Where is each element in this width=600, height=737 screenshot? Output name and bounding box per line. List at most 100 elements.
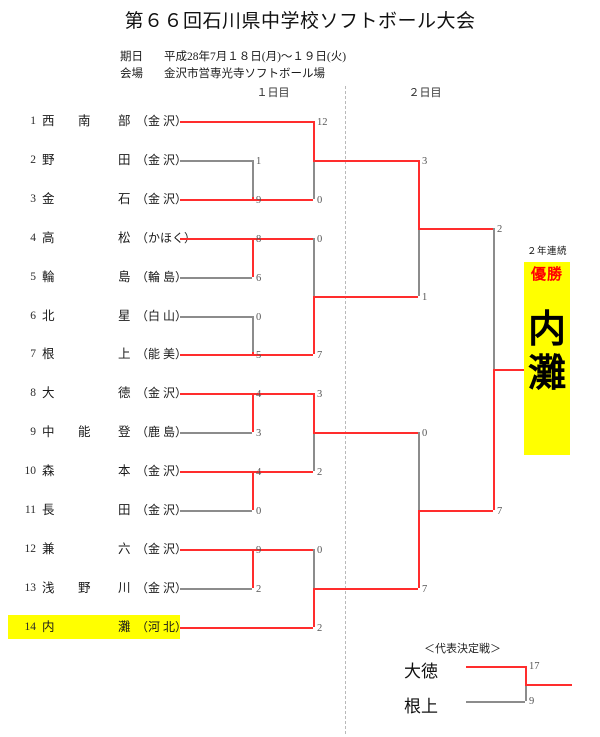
team-prefecture: （かほく） (136, 230, 197, 245)
team-line (180, 471, 252, 473)
r1-score-top: 9 (256, 545, 262, 556)
r2-score-bottom: 2 (317, 467, 323, 478)
final-connector-win (493, 369, 495, 510)
r2-score-top: 0 (317, 234, 323, 245)
team-name-char2: 南 (78, 114, 91, 128)
r1-score-top: 1 (256, 156, 262, 167)
r1-connector (252, 160, 254, 199)
team-seed: 10 (24, 465, 37, 478)
team-seed: 2 (30, 153, 36, 166)
team-name-char1: 森 (42, 464, 55, 479)
team-name-char1: 長 (42, 503, 55, 517)
r1-connector (252, 316, 254, 354)
team-name-char3: 上 (118, 347, 131, 362)
team-seed: 11 (24, 504, 36, 516)
team-name-char3: 島 (118, 269, 131, 284)
sf2-advance-line (418, 510, 493, 512)
sf2-score-top: 0 (422, 428, 428, 439)
team-line (180, 354, 252, 356)
team-prefecture: （白 山） (136, 308, 188, 323)
date-value: 平成28年7月１８日(月)～１９日(火) (164, 51, 347, 63)
r2-advance-line (313, 588, 418, 590)
r2-score-bottom: 7 (317, 350, 323, 361)
team-line (180, 393, 252, 395)
r2-score-top: 0 (317, 545, 323, 556)
r1-connector-win (252, 393, 254, 432)
team-prefecture: （金 沢） (136, 580, 188, 595)
team-prefecture: （金 沢） (136, 114, 188, 128)
champion-box: 優勝 内灘 (524, 262, 570, 455)
team-name-char1: 内 (42, 619, 55, 634)
playoff-line-bottom (466, 701, 525, 703)
playoff-team-bottom: 根上 (404, 697, 438, 716)
r2-advance-line (313, 160, 418, 162)
playoff-connector-win (525, 666, 527, 684)
r2-score-bottom: 0 (317, 195, 323, 206)
team-name-char2: 野 (78, 580, 91, 595)
team-name-char1: 金 (42, 191, 55, 206)
r2-advance-line (313, 296, 418, 298)
team-name-char1: 浅 (42, 580, 55, 595)
team-line (180, 588, 252, 590)
r2-advance-line (313, 432, 418, 434)
sf2-connector-win (418, 510, 420, 588)
team-name-char3: 六 (118, 541, 131, 556)
r1-score-top: 4 (256, 467, 262, 478)
r1-advance-line (252, 471, 313, 473)
team-prefecture: （金 沢） (136, 386, 188, 401)
team-line (180, 549, 252, 551)
team-line (180, 316, 252, 318)
team-name-char3: 松 (118, 230, 131, 245)
r2-score-top: 12 (317, 117, 328, 128)
team-seed: 4 (30, 231, 36, 244)
r2-connector-win (313, 588, 315, 627)
day-divider (345, 86, 346, 734)
venue-label: 会場 (120, 68, 143, 80)
team-line (180, 199, 252, 201)
r1-score-bottom: 3 (256, 428, 262, 439)
team-seed: 7 (30, 348, 36, 361)
page-title: 第６６回石川県中学校ソフトボール大会 (124, 11, 476, 32)
r2-connector-win (313, 121, 315, 160)
team-name-char1: 大 (42, 386, 55, 401)
team-line (180, 510, 252, 512)
playoff-score-bottom: 9 (529, 696, 535, 707)
r1-connector-win (252, 238, 254, 277)
sf-advance-line (418, 228, 493, 230)
team-name-char3: 徳 (118, 386, 131, 401)
r1-advance-line (252, 199, 313, 201)
team-seed: 12 (24, 542, 37, 555)
final-advance-line (493, 369, 524, 371)
team-prefecture: （河 北） (136, 619, 188, 634)
r1-score-top: 4 (256, 389, 262, 400)
team-line (180, 238, 252, 240)
team-seed: 3 (30, 192, 36, 205)
venue-value: 金沢市営専光寺ソフトボール場 (164, 68, 325, 80)
r1-advance-line (252, 354, 313, 356)
day1-label: １日目 (256, 87, 290, 99)
team-prefecture: （能 美） (136, 347, 188, 362)
team-prefecture: （金 沢） (136, 503, 188, 517)
r1-score-bottom: 6 (256, 273, 262, 284)
r1-connector-win (252, 549, 254, 588)
team-seed: 14 (24, 620, 37, 633)
team-name-char3: 石 (118, 191, 131, 206)
r1-advance-line (252, 549, 313, 551)
team-line (180, 277, 252, 279)
champion-name: 内灘 (527, 309, 566, 395)
playoff-result-line (525, 684, 572, 686)
team-seed: 1 (30, 115, 36, 127)
sf-connector-win (418, 160, 420, 228)
